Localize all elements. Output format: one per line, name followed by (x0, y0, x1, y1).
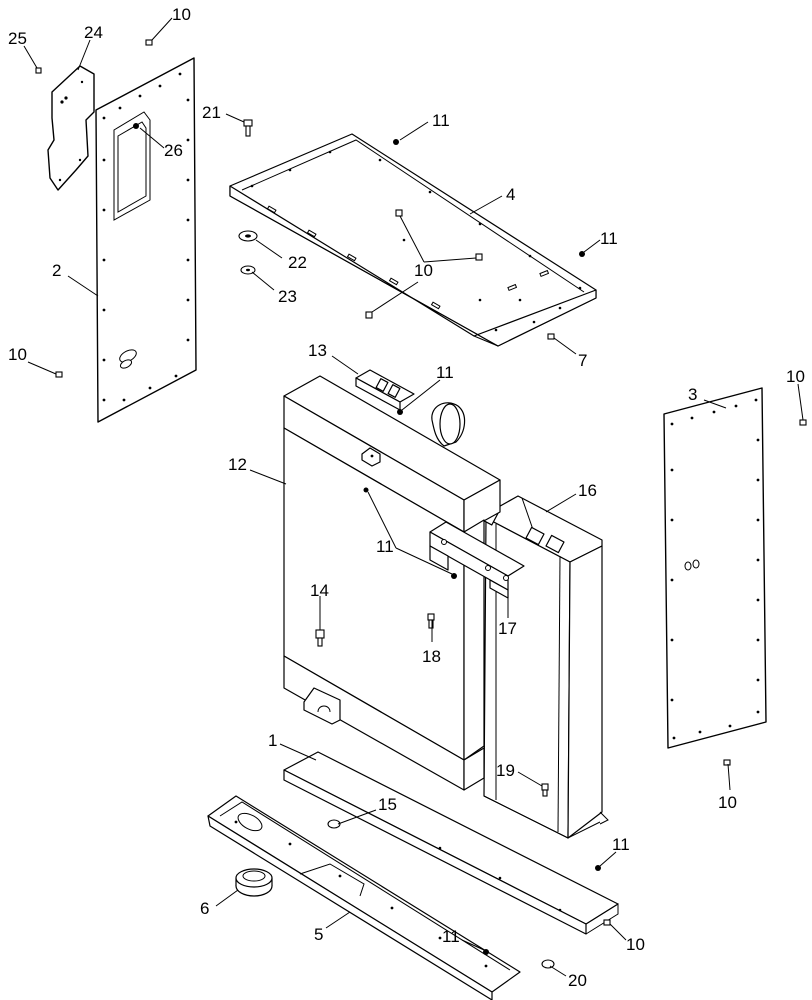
callout-23: 23 (278, 287, 297, 306)
rivet-11 (579, 251, 585, 257)
callout-24: 24 (84, 23, 103, 42)
callout-10: 10 (172, 5, 191, 24)
callout-10: 10 (626, 935, 645, 954)
callout-10: 10 (718, 793, 737, 812)
part-1-bottom-plate (283, 751, 619, 935)
rivet-11 (393, 139, 399, 145)
bolt-19 (541, 783, 549, 797)
nut-20 (541, 959, 555, 969)
rivet-11 (595, 865, 601, 871)
callout-11: 11 (600, 229, 618, 248)
callout-16: 16 (578, 481, 597, 500)
screw-10-cover (365, 209, 483, 319)
screw-7 (547, 333, 555, 340)
bolt-21 (243, 119, 253, 137)
callout-6: 6 (200, 899, 209, 918)
part-3-right-side-panel (663, 387, 767, 749)
bolt-18 (427, 613, 435, 629)
callout-5: 5 (314, 925, 323, 944)
callout-7: 7 (578, 351, 587, 370)
callout-26: 26 (164, 141, 183, 160)
screw-25 (35, 67, 42, 74)
callout-3: 3 (688, 385, 697, 404)
screw-10-top (145, 39, 153, 46)
panel-2-edge-holes (102, 72, 190, 402)
rivet-11 (397, 409, 403, 415)
screw-10-bottom (603, 919, 611, 926)
screw-10-left (55, 371, 63, 378)
part-5-bottom-channel (207, 795, 521, 1000)
callout-12: 12 (228, 455, 247, 474)
callout-11: 11 (432, 111, 450, 130)
part-6-grommet (235, 868, 273, 897)
washer-22 (238, 230, 258, 242)
callout-25: 25 (8, 29, 27, 48)
callout-13: 13 (308, 341, 327, 360)
callout-19: 19 (496, 761, 515, 780)
top-cover-holes (250, 150, 582, 332)
rivet-11 (483, 949, 489, 955)
callout-18: 18 (422, 647, 441, 666)
nut-15 (327, 819, 341, 829)
callout-10: 10 (414, 261, 433, 280)
callouts: 25 24 10 21 11 26 4 11 22 10 2 23 7 10 1… (8, 5, 805, 990)
bolt-14 (315, 629, 325, 647)
callout-17: 17 (498, 619, 517, 638)
callout-11: 11 (376, 537, 394, 556)
callout-4: 4 (506, 185, 515, 204)
panel-3-edge-holes (670, 398, 760, 740)
top-cover-slots (266, 205, 550, 310)
callout-14: 14 (310, 581, 329, 600)
rivet-26 (133, 123, 139, 129)
callout-11: 11 (612, 835, 630, 854)
callout-15: 15 (378, 795, 397, 814)
leader-lines (23, 17, 804, 977)
callout-22: 22 (288, 253, 307, 272)
part-24-cover-plate (47, 65, 95, 191)
screw-10-right-top (799, 419, 807, 426)
nut-23 (240, 265, 256, 275)
fasteners (35, 39, 807, 969)
screw-10-right-bottom (723, 759, 731, 766)
part-13-bracket (355, 369, 415, 411)
callout-10: 10 (8, 345, 27, 364)
rivet-11 (451, 573, 457, 579)
part-2-left-side-panel (95, 57, 197, 423)
callout-11: 11 (436, 363, 454, 382)
part-17-mounting-bracket (429, 521, 525, 599)
part-16-oil-cooler (477, 495, 609, 839)
callout-2: 2 (52, 261, 61, 280)
callout-10: 10 (786, 367, 805, 386)
callout-11: 11 (442, 927, 460, 946)
callout-1: 1 (268, 731, 277, 750)
part-12-radiator (283, 375, 501, 791)
callout-20: 20 (568, 971, 587, 990)
callout-21: 21 (202, 103, 221, 122)
